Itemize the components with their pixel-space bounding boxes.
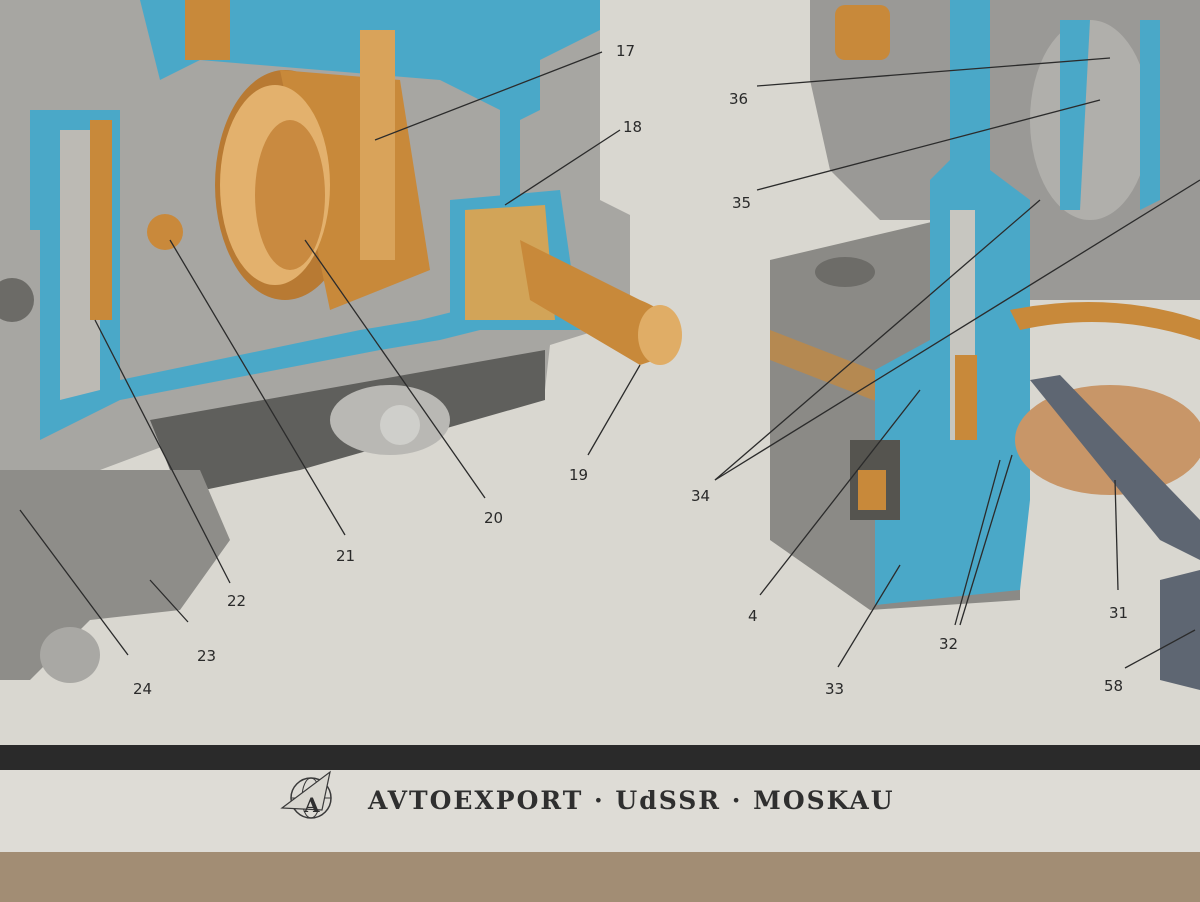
callout-4: 4 (748, 607, 758, 625)
wood-background (0, 852, 1200, 902)
callout-20: 20 (484, 509, 503, 527)
right-carburetor-body (770, 0, 1200, 690)
callout-22: 22 (227, 592, 246, 610)
logo-letter: A (303, 793, 320, 817)
callout-23: 23 (197, 647, 216, 665)
leader-lines (19, 51, 1200, 669)
left-carburetor-body (0, 0, 682, 683)
callout-24: 24 (133, 680, 152, 698)
callout-35: 35 (732, 194, 751, 212)
callout-19: 19 (569, 466, 588, 484)
callout-17: 17 (616, 42, 635, 60)
footer-panel (0, 770, 1200, 852)
callout-32: 32 (939, 635, 958, 653)
callout-34: 34 (691, 487, 710, 505)
callout-21: 21 (336, 547, 355, 565)
callout-36: 36 (729, 90, 748, 108)
callout-33: 33 (825, 680, 844, 698)
callout-31: 31 (1109, 604, 1128, 622)
callout-18: 18 (623, 118, 642, 136)
publisher-footer-text: AVTOEXPORT · UdSSR · MOSKAU (368, 786, 895, 815)
avtoexport-logo: A (280, 770, 332, 819)
black-divider-band (0, 745, 1200, 770)
callout-58: 58 (1104, 677, 1123, 695)
